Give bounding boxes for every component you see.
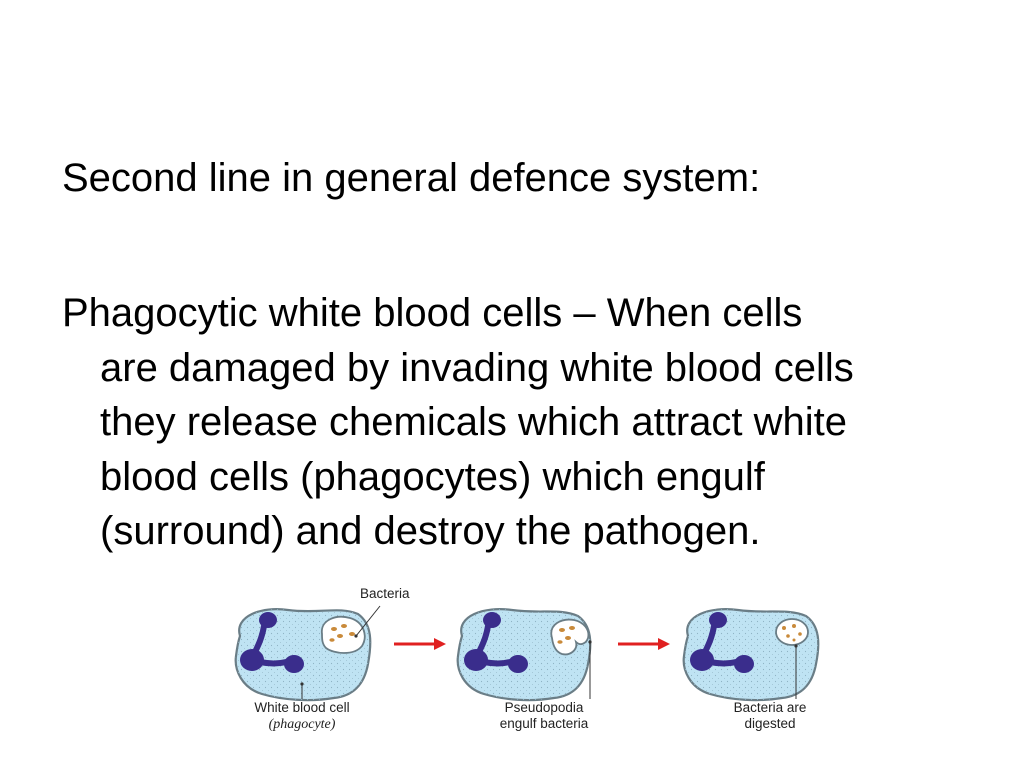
bacteria-group: [557, 626, 575, 644]
slide-paragraph: Phagocytic white blood cells – When cell…: [62, 286, 982, 559]
phagocytosis-illustration: Bacteria White blood cell (phagocyte) Ps…: [234, 586, 820, 732]
white-blood-cell-stage-2: [456, 608, 592, 702]
nucleus: [690, 612, 754, 673]
label-bacteria-are: Bacteria are: [734, 700, 807, 715]
arrow-right-icon: [618, 638, 670, 650]
arrow-right-icon: [394, 638, 446, 650]
nucleus: [464, 612, 528, 673]
label-engulf-bacteria: engulf bacteria: [500, 716, 589, 731]
nucleus: [240, 612, 304, 673]
paragraph-line: they release chemicals which attract whi…: [100, 400, 847, 444]
paragraph-line: are damaged by invading white blood cell…: [100, 345, 854, 390]
bacteria-group: [782, 624, 802, 642]
white-blood-cell-stage-3: [682, 608, 820, 702]
label-pseudopodia: Pseudopodia: [505, 700, 584, 715]
paragraph-line: blood cells (phagocytes) which engulf: [100, 454, 765, 499]
paragraph-line: (surround) and destroy the pathogen.: [100, 509, 761, 553]
label-phagocyte: (phagocyte): [269, 717, 336, 732]
paragraph-line: Phagocytic white blood cells – When cell…: [62, 291, 803, 335]
label-digested: digested: [744, 716, 795, 731]
label-bacteria: Bacteria: [360, 586, 410, 601]
slide-heading: Second line in general defence system:: [62, 156, 761, 200]
label-white-blood-cell: White blood cell: [254, 700, 349, 715]
phagocytosis-diagram: Bacteria White blood cell (phagocyte) Ps…: [222, 584, 842, 734]
bacteria-group: [329, 624, 355, 642]
white-blood-cell-stage-1: [234, 605, 381, 702]
